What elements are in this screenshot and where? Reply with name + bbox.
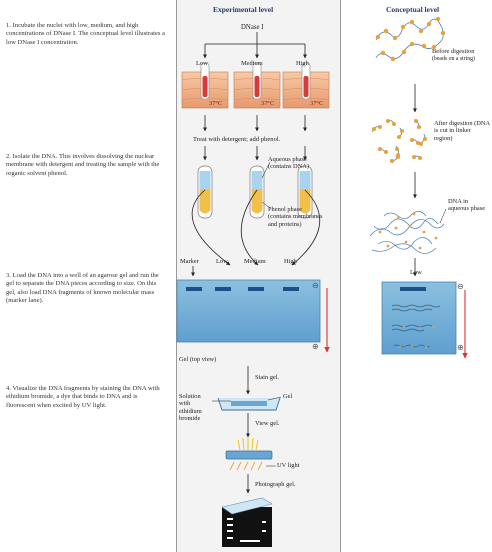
dnase-label: DNase I — [241, 24, 264, 31]
conceptual-header: Conceptual level — [386, 5, 440, 14]
temperature-low: 37°C — [209, 100, 223, 107]
conceptual-plus-sign: ⊕ — [457, 343, 464, 352]
dna-beads-before-nucleosomes — [375, 16, 446, 62]
phenol-tube-low — [197, 165, 213, 219]
step-1-text: 1. Incubate the nuclei with low, medium,… — [6, 22, 165, 46]
gel-minus-sign: ⊖ — [312, 281, 319, 290]
staining-tray — [212, 396, 282, 411]
lane-low-label: Low — [216, 258, 228, 265]
experimental-gel — [176, 279, 330, 353]
after-digestion-label: After digestion (DNA is cut in linker re… — [434, 120, 490, 142]
before-digestion-sub: (beads on a string) — [432, 56, 475, 62]
gel-photograph — [221, 497, 273, 547]
tissue-block-high — [282, 62, 330, 109]
step-3-text: 3. Load the DNA into a well of an agaros… — [6, 272, 159, 304]
aqueous-phase-label: Aqueous phase (contains DNA) — [268, 156, 309, 171]
column-divider-right — [340, 0, 341, 552]
tube-to-gel-curves — [191, 189, 321, 277]
lane-high-label: High — [284, 258, 297, 265]
tissue-block-low — [181, 62, 229, 109]
experimental-header: Experimental level — [213, 5, 274, 14]
conceptual-minus-sign: ⊖ — [457, 282, 464, 291]
gel-plus-sign: ⊕ — [312, 342, 319, 351]
gel-top-view-label: Gel (top view) — [179, 356, 217, 363]
stain-gel-label: Stain gel. — [255, 374, 280, 381]
lane-medium-label: Medium — [244, 258, 266, 265]
lane-marker-label: Marker — [180, 258, 199, 265]
detergent-arrows — [203, 115, 307, 161]
view-gel-label: View gel. — [255, 420, 280, 427]
phenol-phase-label: Phenol phase (contains membranes and pro… — [268, 206, 323, 228]
dna-fragments-after — [371, 119, 427, 163]
phenol-tube-high — [297, 165, 313, 219]
temperature-high: 37°C — [310, 100, 324, 107]
detergent-label: Treat with detergent; add phenol. — [193, 136, 281, 143]
conceptual-gel — [381, 281, 468, 359]
temperature-medium: 37°C — [261, 100, 275, 107]
phase-leader-lines — [261, 161, 271, 209]
step-2-text: 2. Isolate the DNA. This involves dissol… — [6, 153, 160, 177]
tissue-block-medium — [233, 62, 281, 109]
phenol-tube-medium — [249, 165, 265, 219]
before-digestion-label: Before digestion — [432, 48, 475, 55]
dnase-branch-arrows — [203, 32, 307, 59]
uv-light-illustration — [225, 437, 276, 471]
concentration-medium-label: Medium — [241, 60, 263, 67]
dna-beads-before — [375, 18, 444, 59]
dna-aqueous-label: DNA in aqueous phase — [448, 198, 486, 213]
gel-small-label: Gel — [283, 393, 293, 400]
solution-label: Solution with ethidium bromide — [179, 393, 202, 423]
concentration-high-label: High — [296, 60, 309, 67]
conceptual-low-label: Low — [410, 269, 422, 276]
column-divider-left — [176, 0, 177, 552]
uv-light-label: UV light — [277, 462, 300, 469]
photograph-gel-label: Photograph gel. — [255, 481, 296, 488]
step-4-text: 4. Visualize the DNA fragments by staini… — [6, 385, 160, 409]
concentration-low-label: Low — [196, 60, 208, 67]
dna-aqueous-tangle-beads — [378, 212, 438, 250]
